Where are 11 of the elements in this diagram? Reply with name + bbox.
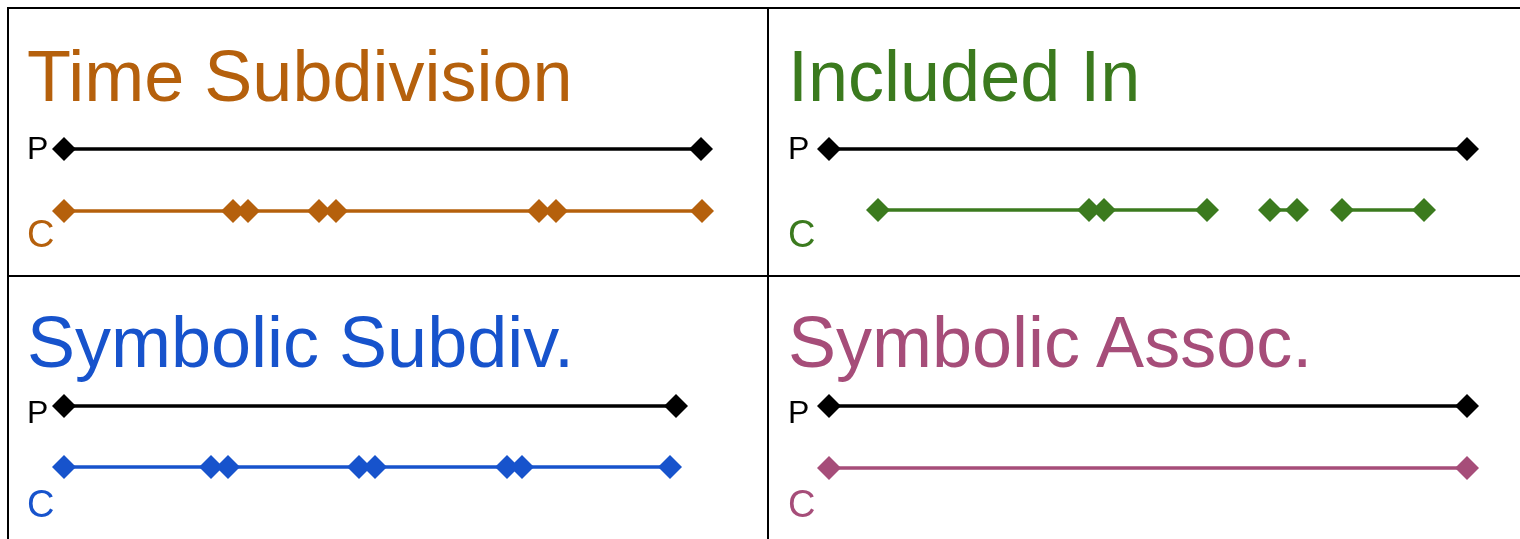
timeline-label: P — [788, 132, 810, 164]
timeline-label: C — [27, 485, 55, 523]
timeline-label: P — [788, 396, 810, 428]
panel — [9, 9, 769, 277]
timeline-label: P — [27, 132, 49, 164]
panel-title: Included In — [788, 40, 1141, 112]
timeline-label: P — [27, 396, 49, 428]
panel-title: Time Subdivision — [27, 40, 573, 112]
timeline-label: C — [788, 215, 816, 253]
timeline-label: C — [27, 215, 55, 253]
timeline-label: C — [788, 485, 816, 523]
